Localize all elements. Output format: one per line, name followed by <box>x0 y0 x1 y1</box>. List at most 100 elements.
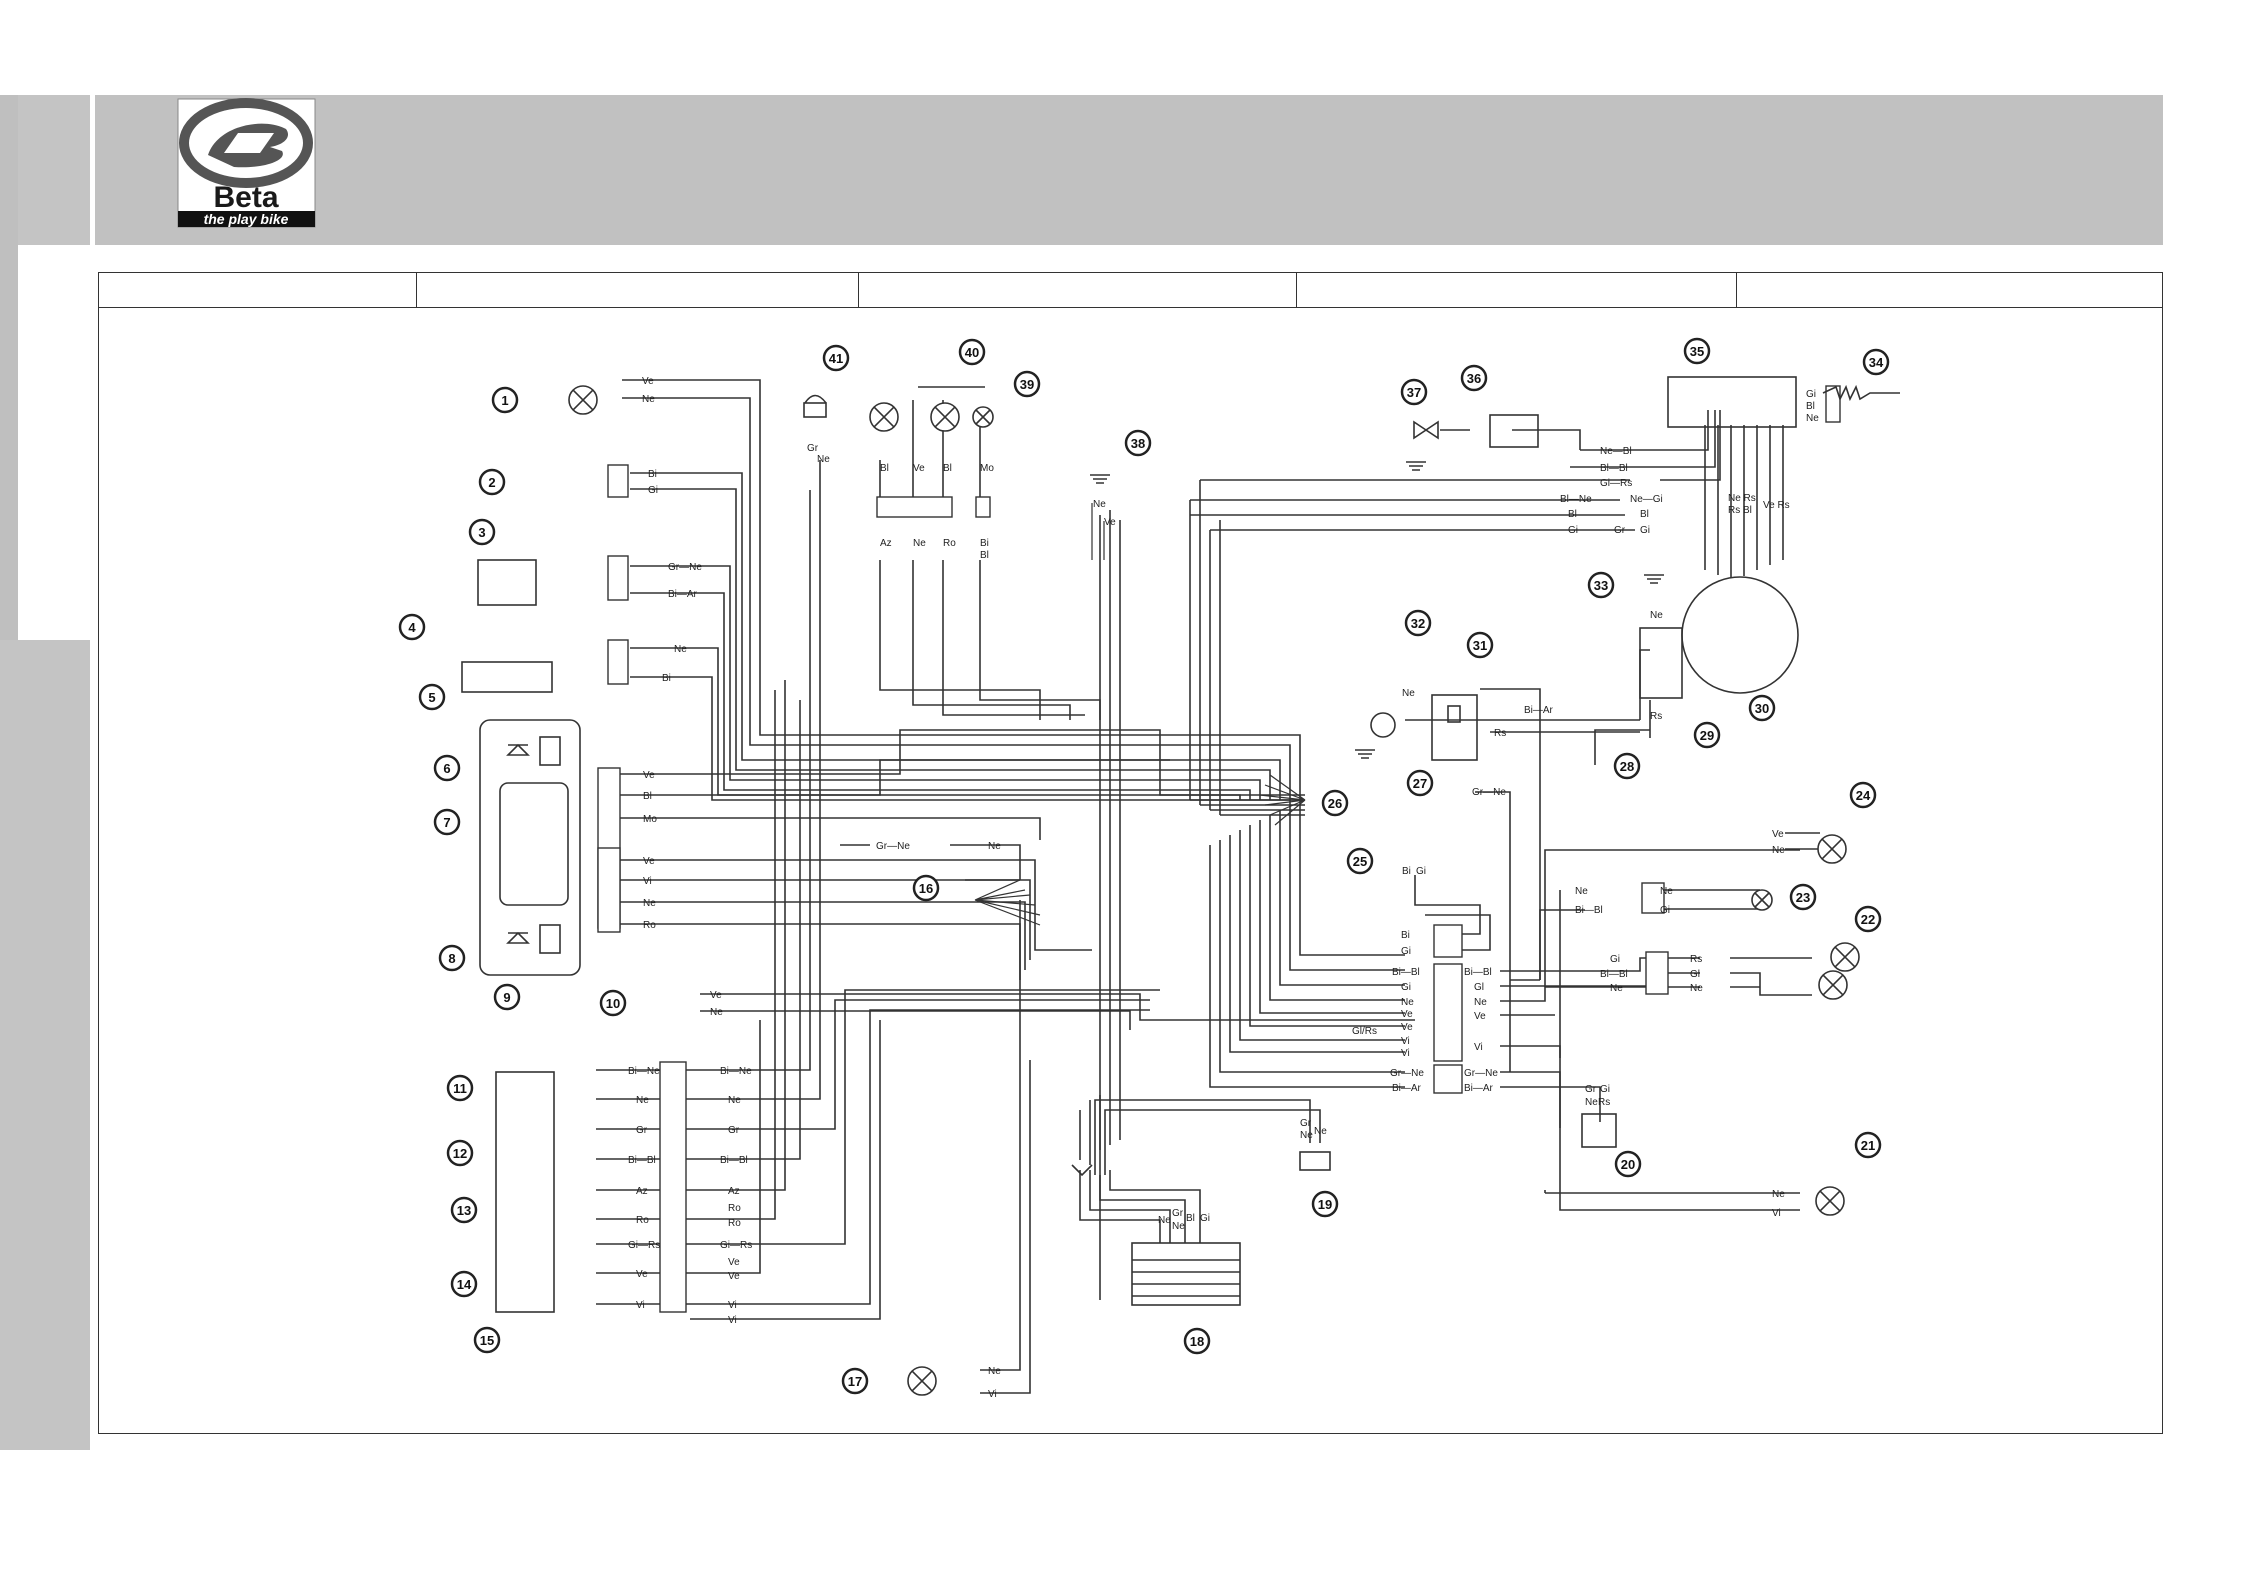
callout-number: 27 <box>1413 776 1427 791</box>
callout-number: 32 <box>1411 616 1425 631</box>
wire-label: Bl <box>643 791 652 802</box>
wire-label: Ve <box>728 1257 740 1268</box>
wire-label: Ne <box>674 644 687 655</box>
callout-number: 16 <box>919 881 933 896</box>
wire-label: Ro <box>728 1218 741 1229</box>
wire-label: Rs <box>1494 728 1506 739</box>
wire-label: Rs <box>1650 711 1662 722</box>
connector-block <box>1433 963 1463 1062</box>
component-callout: 19 <box>1311 1190 1339 1218</box>
callout-number: 4 <box>408 620 416 635</box>
wire-label: Ve <box>1401 1009 1413 1020</box>
wire-label: Bi—Ar <box>668 589 698 600</box>
callout-number: 6 <box>443 761 450 776</box>
component-callout: 4 <box>398 613 426 641</box>
wire-label: Ne <box>1772 1189 1785 1200</box>
connector-block <box>1825 385 1841 423</box>
callout-number: 26 <box>1328 796 1342 811</box>
wire-label: Bi—Ar <box>1392 1083 1422 1094</box>
wire-label: Ne <box>1300 1130 1313 1141</box>
callout-number: 10 <box>606 996 620 1011</box>
wire-label: Ro <box>643 920 656 931</box>
wire-label: Bl <box>880 463 889 474</box>
wire-label: Ve <box>643 770 655 781</box>
wire-label: Ne <box>1650 610 1663 621</box>
wire-label: Bi—Ar <box>1464 1083 1494 1094</box>
wire-label: Gi—Rs <box>720 1240 752 1251</box>
callout-number: 15 <box>480 1333 494 1348</box>
component-callout: 14 <box>450 1270 478 1298</box>
callout-number: 20 <box>1621 1157 1635 1172</box>
brand-logo: Beta the play bike <box>174 95 319 231</box>
lamp-icon <box>907 1366 937 1396</box>
header-tab <box>99 273 417 307</box>
component-callout: 18 <box>1183 1327 1211 1355</box>
component-callout: 9 <box>493 983 521 1011</box>
component-callout: 27 <box>1406 769 1434 797</box>
diagram-frame <box>98 272 2163 1434</box>
wire-label: Ro <box>636 1215 649 1226</box>
callout-number: 28 <box>1620 759 1634 774</box>
lamp-icon <box>568 385 598 415</box>
wire-label: Ve <box>710 990 722 1001</box>
component-callout: 26 <box>1321 789 1349 817</box>
component-callout: 22 <box>1854 905 1882 933</box>
component-callout: 21 <box>1854 1131 1882 1159</box>
component-callout: 20 <box>1614 1150 1642 1178</box>
header-tabs <box>99 273 2162 308</box>
wire-label: Gr <box>1585 1084 1597 1095</box>
component-callout: 3 <box>468 518 496 546</box>
harness-fan <box>974 503 1306 926</box>
wire-label: Mo <box>643 814 657 825</box>
wire-label: Gi <box>1660 905 1670 916</box>
wire-label: Bl <box>1640 509 1649 520</box>
callout-number: 12 <box>453 1146 467 1161</box>
component-callout: 33 <box>1587 571 1615 599</box>
connector-block <box>597 847 621 933</box>
callout-number: 36 <box>1467 371 1481 386</box>
sidebar-strip-top <box>18 95 90 245</box>
logo-tagline: the play bike <box>204 211 289 227</box>
component-callout: 36 <box>1460 364 1488 392</box>
wire-label: Az <box>636 1186 648 1197</box>
wire-label: Ne <box>1402 688 1415 699</box>
wire-label: Gl/Rs <box>1352 1026 1377 1037</box>
wire-label: Ve <box>913 463 925 474</box>
component-callout: 24 <box>1849 781 1877 809</box>
wire-label: Vi <box>1474 1042 1483 1053</box>
callout-number: 35 <box>1690 344 1704 359</box>
component-callout: 13 <box>450 1196 478 1224</box>
callout-number: 22 <box>1861 912 1875 927</box>
component-callout: 6 <box>433 754 461 782</box>
callout-number: 17 <box>848 1374 862 1389</box>
component-callout: 35 <box>1683 337 1711 365</box>
callout-number: 9 <box>503 990 510 1005</box>
header-tab <box>417 273 859 307</box>
connector-block <box>1433 1064 1463 1094</box>
wire-label: Ve <box>1474 1011 1486 1022</box>
wire-label: Ne <box>1660 886 1673 897</box>
wire-label: Ne <box>913 538 926 549</box>
wire-label: Az <box>728 1186 740 1197</box>
wire-label: Vi <box>1401 1048 1410 1059</box>
connector-block <box>1433 924 1463 958</box>
header-tab <box>1297 273 1737 307</box>
wire-label: Ne <box>1474 997 1487 1008</box>
connector-block <box>659 1061 687 1313</box>
wire-label: Gr—Ne <box>1464 1068 1498 1079</box>
wire-label: Gr—Ne <box>1472 787 1506 798</box>
connector-block <box>1641 882 1665 914</box>
wire-label: Ve <box>1772 829 1784 840</box>
wire-label: Ne <box>1172 1221 1185 1232</box>
wire-bundle <box>596 379 1820 1394</box>
wire-label: Vi <box>728 1300 737 1311</box>
callout-number: 7 <box>443 815 450 830</box>
wire-label: Bi—Bl <box>1600 969 1628 980</box>
wire-label: Ve <box>643 856 655 867</box>
wire-label: Ve <box>1401 1022 1413 1033</box>
component-callout: 34 <box>1862 348 1890 376</box>
component-callout: 1 <box>491 386 519 414</box>
wire-label: Gr <box>1614 525 1626 536</box>
misc-components <box>461 376 1900 1313</box>
